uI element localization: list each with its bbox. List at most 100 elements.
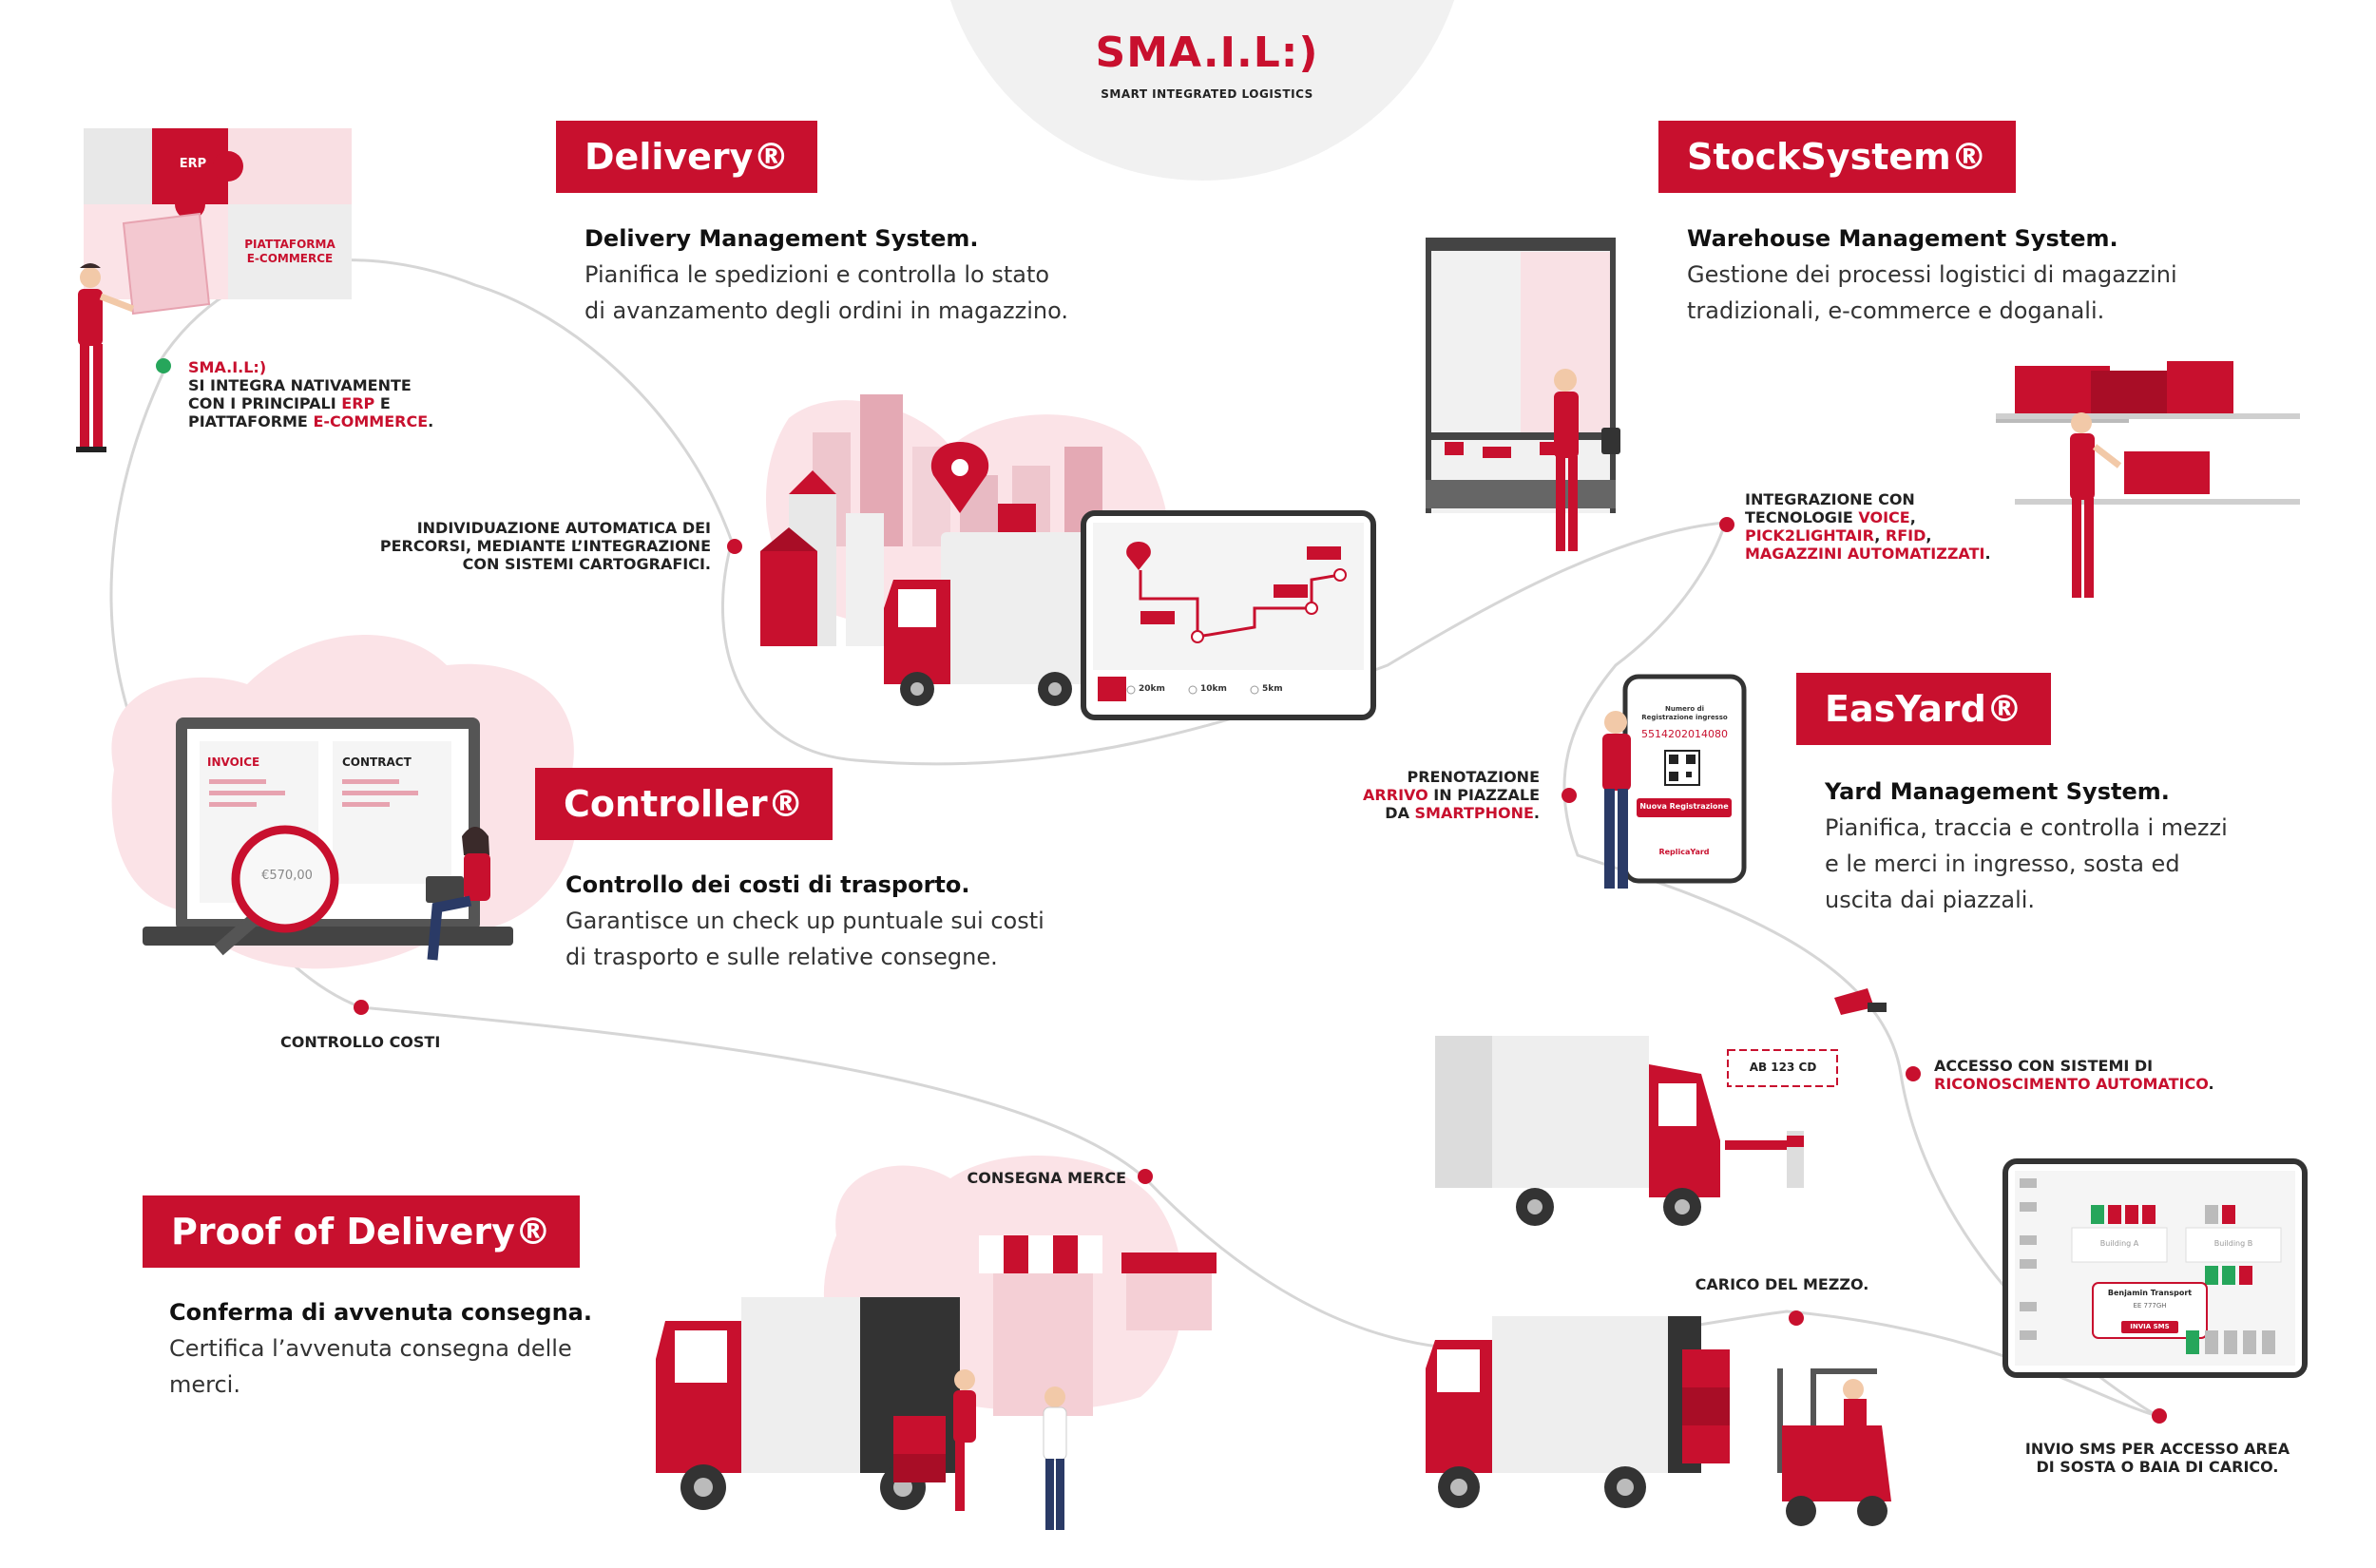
puzzle-ecommerce-l2: E-COMMERCE (246, 252, 334, 265)
note-tech-l3d: , (1926, 526, 1932, 545)
yard-popup-plate: EE 777GH (2133, 1302, 2167, 1310)
license-plate-readout: AB 123 CD (1749, 1061, 1817, 1074)
note-routes-l1: INDIVIDUAZIONE AUTOMATICA DEI (416, 519, 711, 537)
desc-delivery: Delivery Management System. Pianifica le… (584, 220, 1174, 329)
note-access-l2b: . (2208, 1075, 2214, 1093)
note-access: ACCESSO CON SISTEMI DI RICONOSCIMENTO AU… (1934, 1057, 2295, 1093)
yard-popup-title: Benjamin Transport (2107, 1289, 2193, 1297)
badge-proof-of-delivery: Proof of Delivery® (143, 1195, 580, 1268)
desc-stocksystem-lead: Warehouse Management System. (1687, 225, 2118, 252)
note-integration: SMA.I.L:) SI INTEGRA NATIVAMENTE CON I P… (188, 358, 492, 430)
note-carico: CARICO DEL MEZZO. (1673, 1275, 1891, 1293)
note-tech-automated: MAGAZZINI AUTOMATIZZATI (1745, 545, 1985, 563)
note-routes-l2: PERCORSI, MEDIANTE L’INTEGRAZIONE (379, 537, 711, 555)
badge-stocksystem: StockSystem® (1658, 121, 2016, 193)
phone-new-registration-button[interactable]: Nuova Registrazione (1639, 802, 1729, 811)
note-integration-l4a: PIATTAFORME (188, 412, 314, 430)
badge-controller: Controller® (535, 768, 833, 840)
note-integration-ecommerce: E-COMMERCE (313, 412, 429, 430)
note-tech-l3b: , (1874, 526, 1886, 545)
puzzle-ecommerce-label: PIATTAFORMA E-COMMERCE (233, 238, 347, 266)
laptop-amount: €570,00 (261, 869, 313, 883)
desc-easyard-body: Pianifica, traccia e controlla i mezzi e… (1825, 814, 2228, 913)
desc-controller-lead: Controllo dei costi di trasporto. (565, 871, 970, 898)
map-stat-2: 10km (1200, 684, 1227, 694)
desc-delivery-body: Pianifica le spedizioni e controlla lo s… (584, 261, 1068, 324)
node-dot-tech (1719, 517, 1734, 532)
route-map-tablet (1081, 510, 1376, 720)
desc-controller-body: Garantisce un check up puntuale sui cost… (565, 908, 1044, 970)
note-carico-l1: CARICO DEL MEZZO. (1695, 1275, 1869, 1293)
note-sms-l2: DI SOSTA O BAIA DI CARICO. (2036, 1458, 2279, 1476)
note-tech-voice: VOICE (1858, 508, 1910, 526)
node-dot-booking (1562, 788, 1577, 803)
node-dot-carico (1789, 1310, 1804, 1326)
note-booking-l3c: . (1533, 804, 1540, 822)
logo-background-circle (949, 0, 1455, 181)
map-stat-1: 20km (1139, 684, 1165, 694)
shop-delivery-illustration (656, 1235, 1217, 1530)
puzzle-ecommerce-l1: PIATTAFORMA (244, 238, 335, 251)
desc-pod-body: Certifica l’avvenuta consegna delle merc… (169, 1335, 572, 1398)
note-tech-l4b: . (1984, 545, 1991, 563)
note-tech-l2a: TECNOLOGIE (1745, 508, 1859, 526)
note-routes-l3: CON SISTEMI CARTOGRAFICI. (462, 555, 711, 573)
note-integration-l1: SMA.I.L:) (188, 358, 267, 376)
node-dot-sms (2152, 1408, 2167, 1424)
note-tech-rfid: RFID (1885, 526, 1926, 545)
laptop-contract-label: CONTRACT (342, 755, 412, 769)
note-access-l2: RICONOSCIMENTO AUTOMATICO (1934, 1075, 2209, 1093)
logo-title: SMA.I.L:) (1095, 29, 1319, 77)
node-dot-routes (727, 539, 742, 554)
desc-easyard: Yard Management System. Pianifica, tracc… (1825, 774, 2357, 918)
delivery-city-illustration (760, 394, 1102, 706)
yard-map-tablet (2002, 1158, 2308, 1378)
note-routes: INDIVIDUAZIONE AUTOMATICA DEI PERCORSI, … (359, 519, 711, 573)
truck-gate-illustration (1435, 988, 1887, 1226)
laptop-illustration (143, 717, 513, 961)
node-dot-access (1906, 1066, 1921, 1081)
note-tech-l2c: , (1909, 508, 1916, 526)
desc-delivery-lead: Delivery Management System. (584, 225, 979, 252)
badge-delivery: Delivery® (556, 121, 818, 193)
desc-easyard-lead: Yard Management System. (1825, 778, 2170, 805)
desc-controller: Controllo dei costi di trasporto. Garant… (565, 867, 1155, 975)
note-integration-l2: SI INTEGRA NATIVAMENTE (188, 376, 412, 394)
node-dot-costs (354, 1000, 369, 1015)
note-integration-l3c: E (374, 394, 391, 412)
note-booking-arrivo: ARRIVO (1363, 786, 1428, 804)
desc-stocksystem: Warehouse Management System. Gestione de… (1687, 220, 2276, 329)
warehouse-illustration (1426, 238, 2300, 598)
note-sms: INVIO SMS PER ACCESSO AREA DI SOSTA O BA… (1996, 1440, 2319, 1476)
note-integration-erp: ERP (341, 394, 375, 412)
yard-building-b: Building B (2213, 1239, 2253, 1248)
note-tech-pick2light: PICK2LIGHTAIR (1745, 526, 1875, 545)
note-access-l1: ACCESSO CON SISTEMI DI (1934, 1057, 2154, 1075)
note-costs: CONTROLLO COSTI (280, 1033, 489, 1051)
route-line (109, 258, 2158, 1418)
phone-title-l1: Numero di (1665, 705, 1704, 713)
note-integration-l3a: CON I PRINCIPALI (188, 394, 342, 412)
logo-subtitle: SMART INTEGRATED LOGISTICS (1101, 87, 1313, 101)
note-booking: PRENOTAZIONE ARRIVO IN PIAZZALE DA SMART… (1312, 768, 1540, 822)
laptop-invoice-label: INVOICE (207, 755, 260, 769)
puzzle-erp-label: ERP (179, 157, 207, 171)
note-tech: INTEGRAZIONE CON TECNOLOGIE VOICE, PICK2… (1745, 490, 2049, 563)
map-stat-3: 5km (1262, 684, 1283, 694)
note-consegna: CONSEGNA MERCE (936, 1169, 1126, 1187)
note-booking-l1: PRENOTAZIONE (1407, 768, 1541, 786)
note-booking-l2b: IN PIAZZALE (1428, 786, 1540, 804)
yard-building-a: Building A (2099, 1239, 2139, 1248)
yard-send-sms-button[interactable]: INVIA SMS (2130, 1323, 2170, 1330)
phone-title-l2: Registrazione ingresso (1641, 714, 1728, 721)
note-integration-l4c: . (428, 412, 434, 430)
desc-stocksystem-body: Gestione dei processi logistici di magaz… (1687, 261, 2177, 324)
note-booking-l3a: DA (1385, 804, 1415, 822)
loading-forklift-illustration (1426, 1316, 1891, 1526)
note-tech-l1: INTEGRAZIONE CON (1745, 490, 1915, 508)
badge-easyard: EasYard® (1796, 673, 2051, 745)
note-booking-smartphone: SMARTPHONE (1414, 804, 1534, 822)
note-consegna-l1: CONSEGNA MERCE (967, 1169, 1126, 1187)
